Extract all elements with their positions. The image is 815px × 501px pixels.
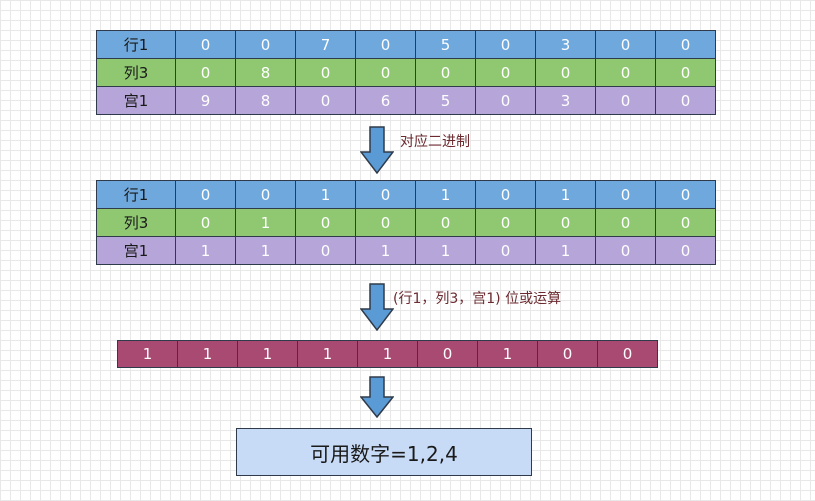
cell: 1: [415, 236, 476, 265]
cell: 0: [655, 86, 716, 115]
row-label: 宫1: [96, 86, 176, 115]
cell: 1: [237, 340, 298, 368]
box-1: 宫1 9 8 0 6 5 0 3 0 0: [96, 86, 716, 115]
cell: 0: [175, 30, 236, 59]
cell: 0: [595, 86, 656, 115]
down-arrow-icon: [360, 126, 394, 174]
cell: 0: [655, 208, 716, 237]
cell: 0: [535, 58, 596, 87]
row-label: 列3: [96, 208, 176, 237]
cell: 0: [175, 180, 236, 209]
result-bits: 1 1 1 1 1 0 1 0 0: [117, 340, 658, 368]
cell: 1: [177, 340, 238, 368]
cell: 1: [295, 180, 356, 209]
row-label: 行1: [96, 30, 176, 59]
cell: 0: [595, 30, 656, 59]
cell: 0: [475, 58, 536, 87]
cell: 1: [235, 236, 296, 265]
cell: 5: [415, 86, 476, 115]
decimal-table: 行1 0 0 7 0 5 0 3 0 0 列3 0 8 0 0 0 0 0 0 …: [96, 30, 716, 115]
cell: 0: [235, 30, 296, 59]
cell: 0: [475, 236, 536, 265]
cell: 0: [595, 236, 656, 265]
cell: 6: [355, 86, 416, 115]
row-1: 行1 0 0 1 0 1 0 1 0 0: [96, 180, 716, 209]
cell: 1: [535, 180, 596, 209]
cell: 0: [535, 208, 596, 237]
step-caption-bitwise-or: (行1，列3，宫1) 位或运算: [393, 291, 562, 307]
cell: 0: [655, 236, 716, 265]
down-arrow-icon: [360, 376, 394, 418]
cell: 0: [475, 30, 536, 59]
cell: 8: [235, 58, 296, 87]
cell: 0: [655, 180, 716, 209]
cell: 1: [415, 180, 476, 209]
cell: 0: [355, 180, 416, 209]
column-3: 列3 0 8 0 0 0 0 0 0 0: [96, 58, 716, 87]
available-numbers-box: 可用数字=1,2,4: [236, 428, 532, 476]
cell: 1: [117, 340, 178, 368]
cell: 1: [235, 208, 296, 237]
cell: 0: [475, 86, 536, 115]
row-label: 列3: [96, 58, 176, 87]
cell: 0: [537, 340, 598, 368]
cell: 1: [477, 340, 538, 368]
cell: 0: [595, 180, 656, 209]
available-numbers-text: 可用数字=1,2,4: [310, 441, 458, 466]
cell: 0: [655, 30, 716, 59]
cell: 3: [535, 86, 596, 115]
cell: 0: [355, 58, 416, 87]
row-label: 宫1: [96, 236, 176, 265]
cell: 0: [415, 58, 476, 87]
box-1: 宫1 1 1 0 1 1 0 1 0 0: [96, 236, 716, 265]
cell: 9: [175, 86, 236, 115]
cell: 0: [295, 86, 356, 115]
cell: 5: [415, 30, 476, 59]
cell: 0: [595, 58, 656, 87]
cell: 0: [597, 340, 658, 368]
down-arrow-icon: [360, 283, 394, 331]
cell: 3: [535, 30, 596, 59]
cell: 0: [295, 236, 356, 265]
cell: 8: [235, 86, 296, 115]
cell: 1: [175, 236, 236, 265]
column-3: 列3 0 1 0 0 0 0 0 0 0: [96, 208, 716, 237]
cell: 0: [355, 30, 416, 59]
cell: 1: [535, 236, 596, 265]
cell: 0: [235, 180, 296, 209]
cell: 0: [355, 208, 416, 237]
cell: 0: [295, 58, 356, 87]
cell: 0: [475, 208, 536, 237]
cell: 0: [595, 208, 656, 237]
cell: 0: [175, 208, 236, 237]
cell: 1: [297, 340, 358, 368]
step-caption-binary: 对应二进制: [400, 134, 470, 150]
cell: 0: [175, 58, 236, 87]
cell: 0: [417, 340, 478, 368]
cell: 1: [355, 236, 416, 265]
cell: 0: [415, 208, 476, 237]
cell: 0: [295, 208, 356, 237]
binary-table: 行1 0 0 1 0 1 0 1 0 0 列3 0 1 0 0 0 0 0 0 …: [96, 180, 716, 265]
cell: 0: [655, 58, 716, 87]
row-label: 行1: [96, 180, 176, 209]
cell: 0: [475, 180, 536, 209]
cell: 7: [295, 30, 356, 59]
result-row: 1 1 1 1 1 0 1 0 0: [117, 340, 658, 368]
row-1: 行1 0 0 7 0 5 0 3 0 0: [96, 30, 716, 59]
cell: 1: [357, 340, 418, 368]
